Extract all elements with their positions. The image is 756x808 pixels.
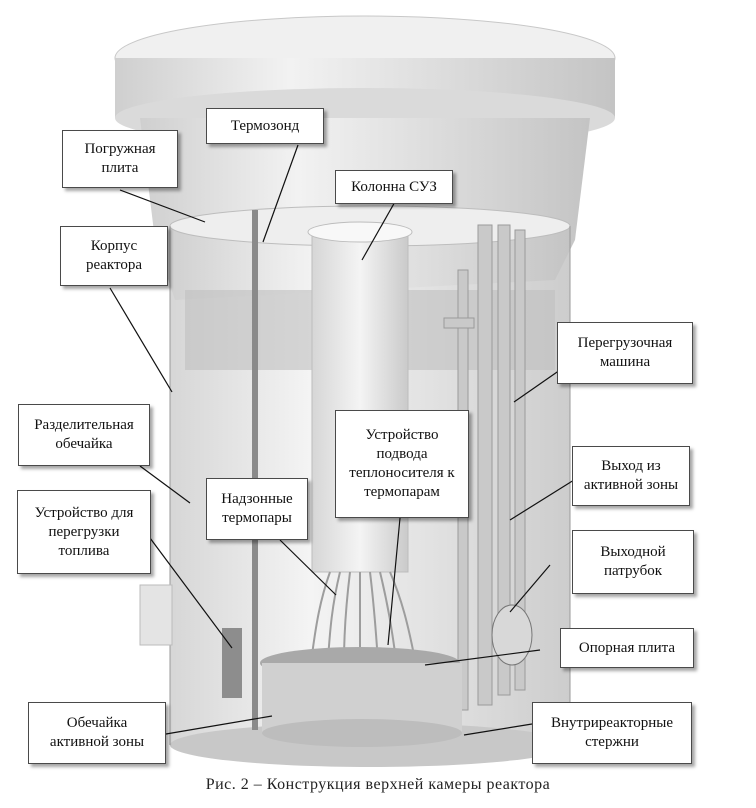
- label-in-reactor-rods: Внутриреакторные стержни: [532, 702, 692, 764]
- fuel-reload-device: [222, 628, 242, 698]
- label-outlet-nozzle: Выходной патрубок: [572, 530, 694, 594]
- side-pipe: [139, 584, 173, 646]
- control-rod-column: [307, 221, 413, 573]
- thermal-probe: [252, 210, 258, 730]
- leader-lines: [109, 144, 575, 736]
- figure-caption: Рис. 2 – Конструкция верхней камеры реак…: [205, 776, 551, 793]
- outlet-nozzle: [491, 604, 533, 666]
- label-coolant-supply-device: Устройство подвода теплоносителя к термо…: [335, 410, 469, 518]
- label-support-plate: Опорная плита: [560, 628, 694, 668]
- label-fuel-reload-device: Устройство для перегрузки топлива: [17, 490, 151, 574]
- label-core-shell: Обечайка активной зоны: [28, 702, 166, 764]
- label-thermal-probe: Термозонд: [206, 108, 324, 144]
- label-core-outlet: Выход из активной зоны: [572, 446, 690, 506]
- label-control-rod-column: Колонна СУЗ: [335, 170, 453, 204]
- label-separating-shell: Разделительная обечайка: [18, 404, 150, 466]
- label-submerged-plate: Погружная плита: [62, 130, 178, 188]
- label-reactor-vessel: Корпус реактора: [60, 226, 168, 286]
- label-reload-machine: Перегрузочная машина: [557, 322, 693, 384]
- support-plate: [260, 647, 462, 747]
- label-above-core-thermocouples: Надзонные термопары: [206, 478, 308, 540]
